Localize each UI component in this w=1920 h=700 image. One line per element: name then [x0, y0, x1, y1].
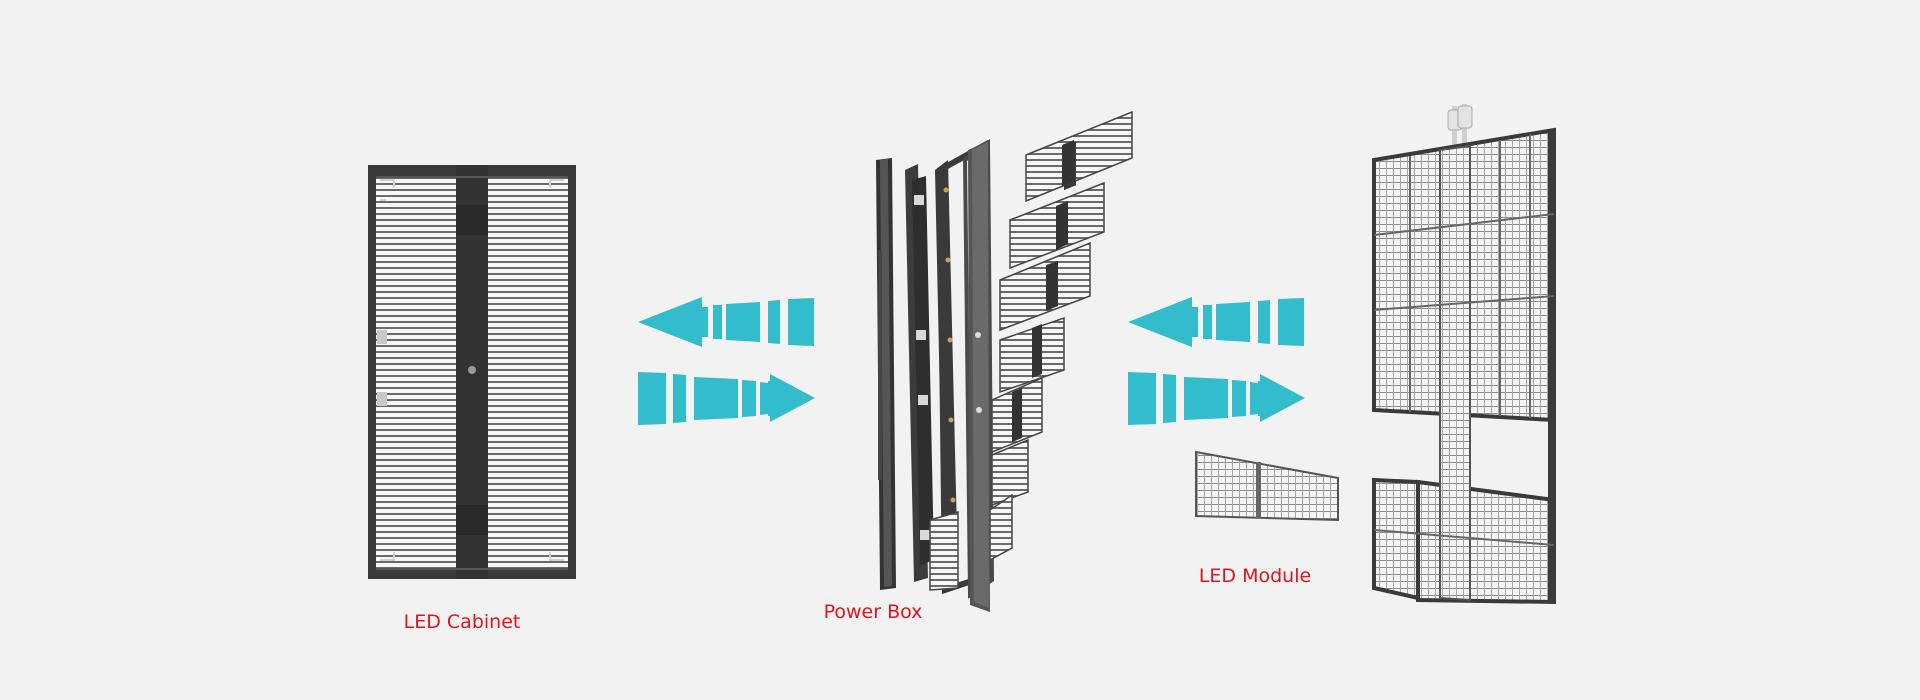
power-box-label: Power Box	[824, 601, 923, 623]
led-cabinet-label: LED Cabinet	[404, 611, 521, 633]
arrow-left-icon-2	[1128, 297, 1304, 347]
arrow-left-icon	[638, 297, 814, 347]
assembled-screen-illustration	[1374, 104, 1556, 604]
arrow-right-icon-2	[1128, 372, 1305, 425]
led-module-illustration	[1196, 452, 1338, 520]
power-box-illustration	[876, 112, 1132, 612]
led-cabinet-illustration	[368, 165, 576, 579]
arrow-right-icon	[638, 372, 815, 425]
led-module-label: LED Module	[1199, 565, 1311, 587]
